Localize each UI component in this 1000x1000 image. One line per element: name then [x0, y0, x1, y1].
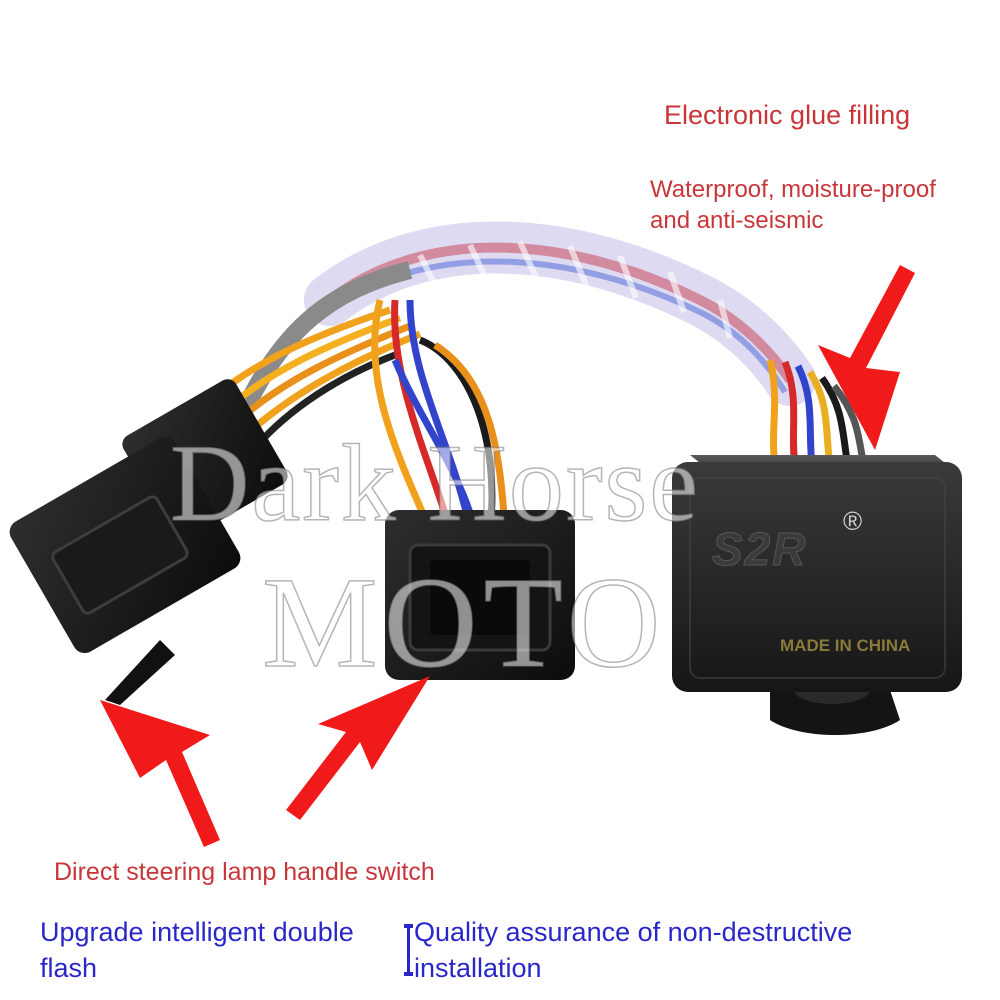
arrow-to-module-icon: [818, 265, 915, 450]
module-made-in-label: MADE IN CHINA: [780, 636, 911, 655]
waterproof-caption-line-2: and anti-seismic: [650, 207, 824, 234]
quality-caption-line-2: installation: [414, 953, 542, 983]
text-cursor-icon: [404, 924, 413, 976]
glue-filling-caption: Electronic glue filling: [664, 100, 911, 130]
watermark-line-2: MOTO: [261, 550, 667, 696]
watermark-line-1: Dark Horse: [169, 421, 701, 545]
waterproof-caption-line-1: Waterproof, moisture-proof: [650, 176, 936, 203]
arrow-to-left-connector-icon: [100, 700, 220, 847]
control-module: [672, 455, 962, 735]
wire-bundle-middle: [371, 299, 509, 532]
middle-connector: [385, 510, 575, 680]
red-arrows: [100, 265, 915, 847]
direct-steering-caption: Direct steering lamp handle switch: [54, 858, 435, 886]
upgrade-caption-line-1: Upgrade intelligent double: [40, 917, 354, 947]
module-registered-mark: ®: [843, 506, 863, 536]
upgrade-caption-line-2: flash: [40, 953, 98, 983]
left-connector-pair: [9, 379, 288, 705]
module-brand-logo: S2R: [711, 523, 808, 576]
arrow-to-middle-connector-icon: [286, 676, 430, 820]
quality-caption-line-1: Quality assurance of non-destructive: [414, 917, 853, 947]
